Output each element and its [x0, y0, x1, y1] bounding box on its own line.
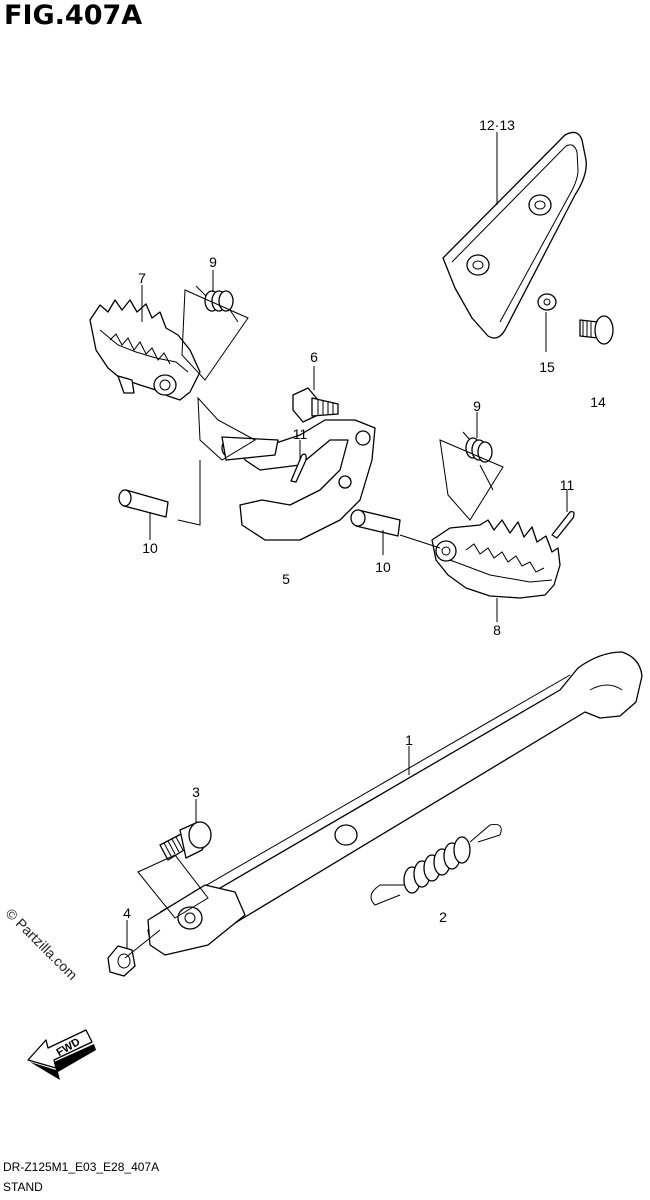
nut [107, 945, 136, 977]
callout-11-right: 11 [559, 477, 575, 493]
callout-7: 7 [138, 270, 146, 286]
callout-15: 15 [539, 359, 555, 375]
callout-3: 3 [192, 784, 200, 800]
cotter-pin-left [290, 453, 307, 483]
side-plate-guard [442, 131, 587, 339]
section-name: STAND [3, 1180, 43, 1194]
figure-title: FIG.407A [4, 0, 143, 31]
callout-10-left: 10 [142, 540, 158, 556]
callout-10-right: 10 [375, 559, 391, 575]
spring-left [195, 285, 239, 323]
alignment-lines [124, 289, 504, 959]
fwd-arrow-icon: FWD [27, 1029, 96, 1080]
side-stand [147, 651, 643, 956]
callout-8: 8 [493, 622, 501, 638]
leader-lines [126, 132, 568, 948]
diagram-code: DR-Z125M1_E03_E28_407A [3, 1160, 160, 1174]
callout-14: 14 [590, 394, 606, 410]
callout-1: 1 [405, 732, 413, 748]
stand-spring [370, 824, 502, 906]
screw [579, 315, 614, 345]
footrest-bracket [221, 419, 376, 541]
pin-left [118, 489, 169, 518]
footrest-right [431, 519, 561, 599]
collar [537, 293, 557, 311]
pivot-bolt [159, 821, 212, 861]
footrest-left [89, 299, 201, 401]
callout-2: 2 [439, 909, 447, 925]
callout-6: 6 [310, 349, 318, 365]
bolt [292, 387, 339, 423]
callout-9-lower: 9 [473, 398, 481, 414]
callout-4: 4 [123, 905, 131, 921]
cotter-pin-right [551, 510, 575, 539]
callout-12-13: 12·13 [479, 117, 515, 133]
callout-11-left: 11 [292, 426, 308, 442]
callout-5: 5 [282, 571, 290, 587]
pin-right [350, 509, 401, 537]
callout-9-upper: 9 [209, 254, 217, 270]
